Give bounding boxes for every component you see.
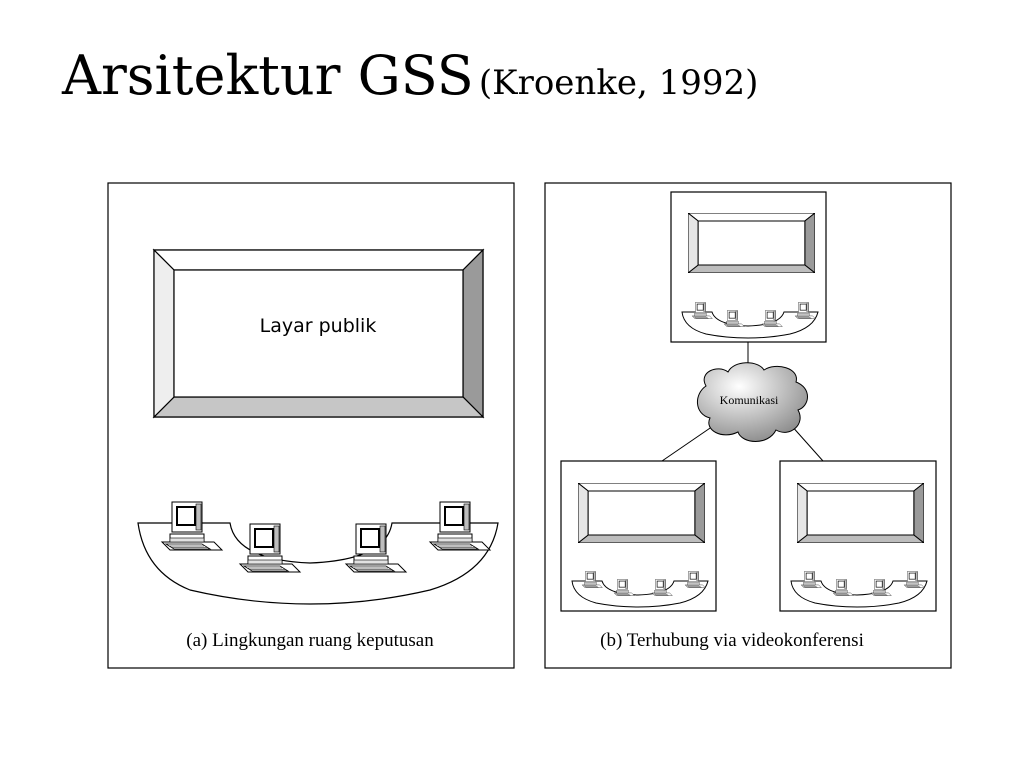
- room-bottom-right: [779, 460, 937, 612]
- title-citation: (Kroenke, 1992): [478, 63, 759, 103]
- public-screen-label: Layar publik: [260, 315, 377, 337]
- room-screen: [688, 213, 815, 273]
- room-top: [670, 191, 827, 343]
- room-screen: [578, 483, 705, 543]
- link-left: [661, 423, 717, 462]
- communication-label: Komunikasi: [720, 393, 779, 407]
- room-bottom-left: [560, 460, 717, 612]
- conference-table: [137, 522, 499, 605]
- public-screen: Layar publik: [152, 248, 485, 419]
- link-right: [789, 423, 824, 462]
- room-screen: [797, 483, 924, 543]
- panel-a-caption: (a) Lingkungan ruang keputusan: [186, 630, 434, 651]
- title-main: Arsitektur GSS: [62, 44, 474, 107]
- communication-cloud: Komunikasi: [697, 362, 808, 442]
- panel-b-caption: (b) Terhubung via videokonferensi: [600, 630, 864, 651]
- panel-a: Layar publik (a) Lingkungan ruang keputu…: [107, 182, 515, 669]
- slide-title: Arsitektur GSS (Kroenke, 1992): [62, 44, 758, 107]
- panel-b: Komunikasi: [544, 182, 952, 669]
